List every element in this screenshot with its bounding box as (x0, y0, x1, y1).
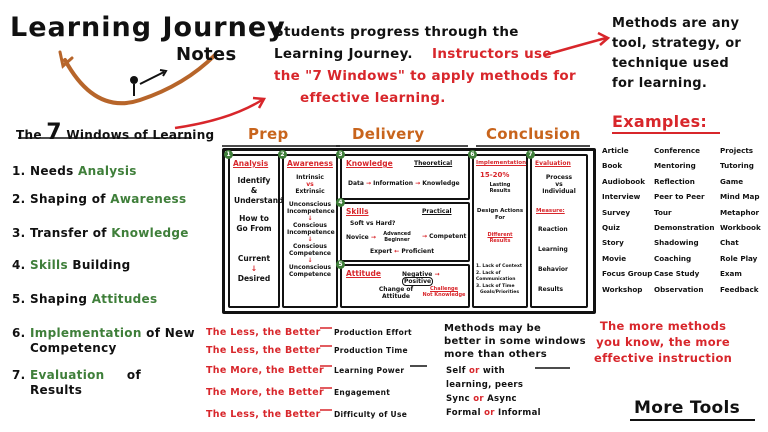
better-criterion: Production Effort (334, 328, 412, 337)
example-item: Workbook (720, 222, 761, 232)
windows-heading: The 7 Windows of Learning (16, 120, 215, 145)
title-main: Learning Journey (10, 12, 286, 43)
better-label: The Less, the Better (206, 345, 321, 356)
example-item: Feedback (720, 284, 759, 294)
examples-row: Article Conference Projects (602, 146, 764, 161)
methods-definition: Methods are any tool, strategy, or techn… (612, 16, 742, 91)
examples-row: Workshop Observation Feedback (602, 285, 764, 300)
example-item: Audiobook (602, 176, 646, 186)
better-row: The More, the Better Learning Power (206, 358, 404, 377)
example-item: Workshop (602, 284, 643, 294)
window-item-4: 4. Skills Building (12, 258, 131, 272)
better-label: The More, the Better (206, 387, 324, 398)
example-item: Peer to Peer (654, 192, 705, 202)
intro-line2b: Instructors use (432, 46, 552, 62)
example-item: Exam (720, 269, 742, 279)
example-item: Game (720, 176, 744, 186)
better-label: The More, the Better (206, 365, 324, 376)
phase-prep: Prep (248, 125, 289, 143)
better-criterion: Learning Power (334, 366, 405, 375)
example-item: Story (602, 238, 624, 248)
window-skills: Skills Practical Soft vs Hard? Novice → … (340, 202, 470, 262)
phase-delivery: Delivery (352, 125, 425, 143)
examples-row: Survey Tour Metaphor (602, 208, 764, 223)
better-criterion: Difficulty of Use (334, 410, 408, 419)
better-criterion: Engagement (334, 388, 391, 397)
example-item: Conference (654, 146, 701, 155)
better-label: The Less, the Better (206, 327, 321, 338)
example-item: Focus Group (602, 269, 653, 279)
example-item: Mentoring (654, 161, 696, 171)
title-notes: Notes (176, 44, 237, 65)
example-item: Reflection (654, 176, 695, 186)
window-item-6: 6. Implementation of New Competency (12, 326, 195, 355)
intro-line1: Students progress through the (274, 24, 519, 40)
example-item: Movie (602, 253, 627, 263)
example-item: Case Study (654, 269, 700, 279)
journey-arc (63, 53, 217, 106)
example-item: Shadowing (654, 238, 699, 248)
examples-row: Movie Coaching Role Play (602, 254, 764, 269)
window-item-5: 5. Shaping Attitudes (12, 292, 158, 306)
better-row: The More, the Better Engagement (206, 380, 390, 399)
window-knowledge: Knowledge Theoretical Data → Information… (340, 154, 470, 200)
window-badge-6: 6 (468, 150, 477, 159)
better-criterion: Production Time (334, 346, 408, 355)
window-badge-1: 1 (224, 150, 233, 159)
example-item: Role Play (720, 253, 758, 263)
example-item: Article (602, 146, 629, 155)
intro-line3: the "7 Windows" to apply methods for (274, 68, 576, 84)
examples-row: Book Mentoring Tutoring (602, 161, 764, 176)
window-item-3: 3. Transfer of Knowledge (12, 226, 189, 240)
example-item: Mind Map (720, 192, 760, 202)
walker-arrow (139, 71, 165, 85)
example-item: Tour (654, 207, 672, 217)
examples-row: Audiobook Reflection Game (602, 177, 764, 192)
examples-heading: Examples: (612, 112, 708, 131)
intro-line4: effective learning. (300, 90, 446, 106)
window-badge-5: 5 (336, 260, 345, 269)
window-item-2: 2. Shaping of Awareness (12, 192, 187, 206)
better-row: The Less, the Better Production Time (206, 338, 408, 357)
window-badge-2: 2 (278, 150, 287, 159)
examples-row: Quiz Demonstration Workbook (602, 223, 764, 238)
example-item: Coaching (654, 253, 692, 263)
example-item: Projects (720, 146, 754, 155)
example-item: Survey (602, 207, 631, 217)
better-row: The Less, the Better Difficulty of Use (206, 402, 407, 421)
example-item: Observation (654, 284, 704, 294)
example-item: Interview (602, 192, 641, 202)
example-item: Chat (720, 238, 739, 248)
example-item: Metaphor (720, 207, 760, 217)
examples-row: Interview Peer to Peer Mind Map (602, 192, 764, 207)
window-badge-3: 3 (336, 150, 345, 159)
example-item: Book (602, 161, 623, 171)
learning-modes: Self or with learning, peers Sync or Asy… (446, 366, 541, 418)
better-row: The Less, the Better Production Effort (206, 320, 412, 339)
example-item: Demonstration (654, 222, 715, 232)
window-badge-4: 4 (336, 198, 345, 207)
phase-conclusion: Conclusion (486, 125, 581, 143)
example-item: Tutoring (720, 161, 754, 171)
example-item: Quiz (602, 222, 620, 232)
examples-row: Story Shadowing Chat (602, 238, 764, 253)
more-tools-link[interactable]: More Tools (634, 398, 741, 418)
intro-line2a: Learning Journey. (274, 46, 413, 62)
better-label: The Less, the Better (206, 409, 321, 420)
window-badge-7: 7 (526, 150, 535, 159)
window-item-7: 7. Evaluation of Results (12, 368, 141, 397)
window-item-1: 1. Needs Analysis (12, 164, 137, 178)
